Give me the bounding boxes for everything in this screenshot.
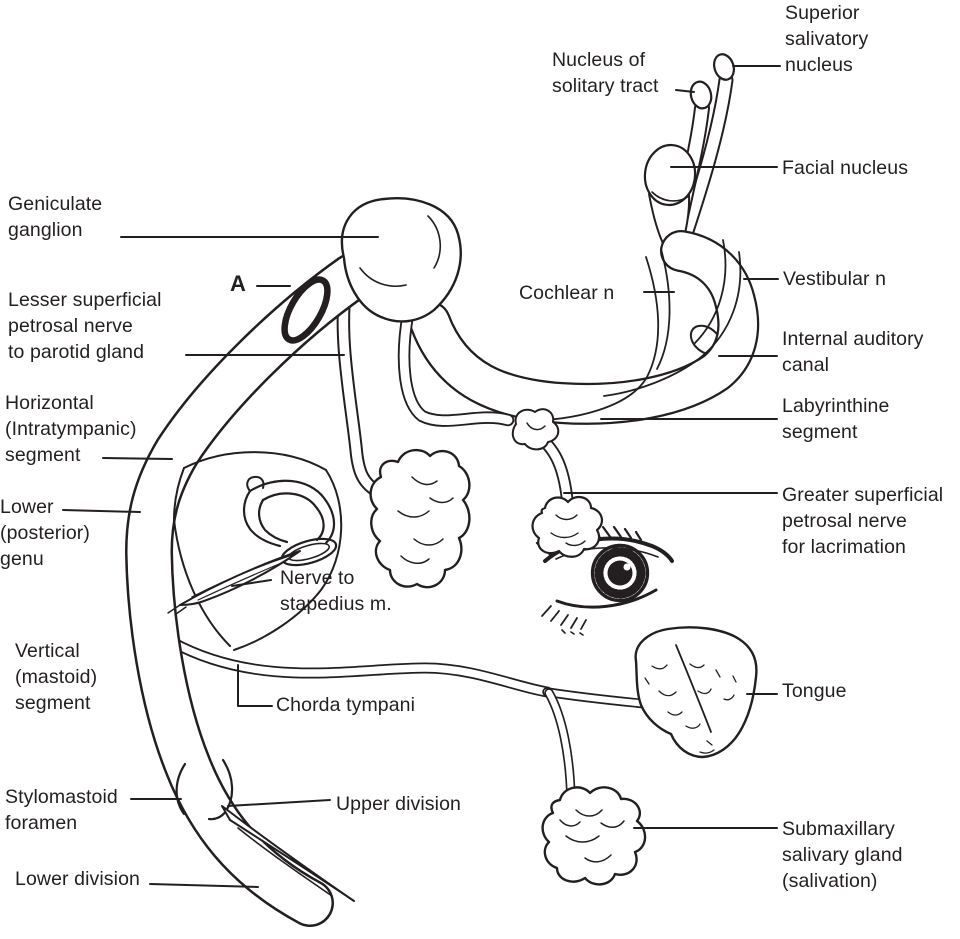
brainstem-nuclei xyxy=(643,53,735,265)
leader-lines xyxy=(62,65,781,888)
label-facial-nucleus: Facial nucleus xyxy=(782,157,909,179)
submaxillary-gland-shape xyxy=(541,786,647,886)
chorda-tympani-nerve xyxy=(166,636,673,805)
lacrimal-gland-shape xyxy=(531,495,604,558)
label-internal-auditory-canal: Internal auditory canal xyxy=(782,328,924,376)
label-labyrinthine-segment: Labyrinthine segment xyxy=(782,395,890,443)
label-greater-petrosal-nerve: Greater superficial petrosal nerve for l… xyxy=(782,484,944,558)
parotid-gland-shape xyxy=(369,448,471,589)
nucleus-solitary-tract-shape xyxy=(689,80,713,110)
label-horizontal-segment: Horizontal (Intratympanic) segment xyxy=(5,392,137,466)
label-vertical-mastoid-segment: Vertical (mastoid) segment xyxy=(15,640,98,714)
label-cochlear-n: Cochlear n xyxy=(519,282,615,304)
label-lower-division: Lower division xyxy=(15,868,140,890)
label-stylomastoid-foramen: Stylomastoid foramen xyxy=(5,786,118,834)
label-lesser-petrosal-nerve: Lesser superficial petrosal nerve to par… xyxy=(8,289,162,363)
label-nerve-to-stapedius: Nerve to stapedius m. xyxy=(280,567,392,615)
label-upper-division: Upper division xyxy=(336,793,461,815)
stapedius-muscle-shape xyxy=(167,550,301,615)
facial-nucleus-shape xyxy=(643,143,697,207)
labyrinthine-segment-trunk xyxy=(409,230,760,425)
label-tongue: Tongue xyxy=(782,680,847,702)
cochlear-vestibular-nerves xyxy=(519,239,742,422)
ring-marker-a xyxy=(281,276,331,344)
tympanic-cavity-outline xyxy=(173,451,343,651)
label-vestibular-n: Vestibular n xyxy=(783,268,887,290)
lesser-petrosal-nerve xyxy=(336,286,387,500)
tongue-illustration xyxy=(634,626,758,759)
label-lower-posterior-genu: Lower (posterior) genu xyxy=(0,496,90,570)
label-nucleus-solitary-tract: Nucleus of solitary tract xyxy=(552,49,659,97)
label-geniculate-ganglion: Geniculate ganglion xyxy=(8,193,103,241)
label-submaxillary-gland: Submaxillary salivary gland (salivation) xyxy=(782,818,903,892)
label-chorda-tympani: Chorda tympani xyxy=(276,694,416,716)
geniculate-ganglion-shape xyxy=(340,197,462,323)
greater-petrosal-nerve xyxy=(397,307,575,515)
nerve-divisions xyxy=(221,805,355,902)
lower-eyelashes xyxy=(541,605,587,630)
main-nerve-trunk xyxy=(125,253,376,927)
label-marker-a: A xyxy=(230,271,246,296)
superior-salivatory-nucleus-shape xyxy=(713,53,735,81)
label-superior-salivatory-nucleus: Superior salivatory nucleus xyxy=(785,2,869,76)
